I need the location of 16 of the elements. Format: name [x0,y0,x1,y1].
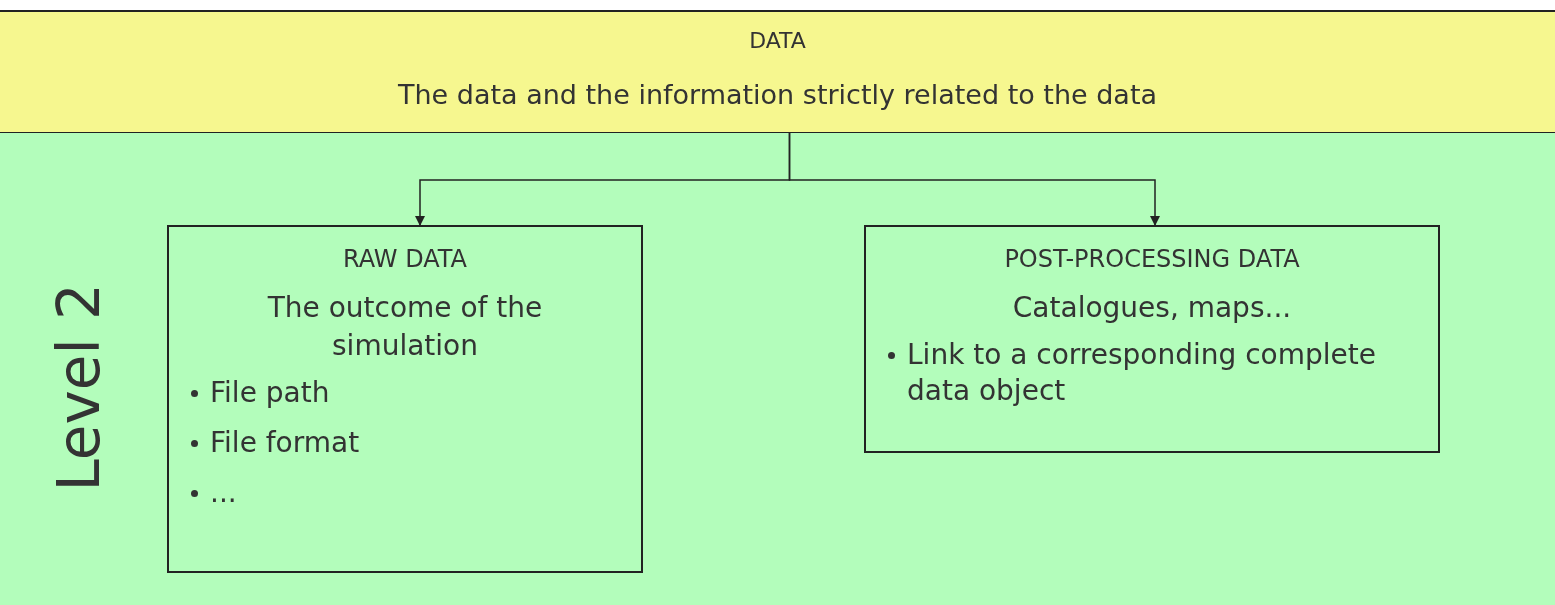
level-band [0,133,1555,605]
category-box [864,225,1440,453]
bullet-text: Link to a corresponding complete data object [907,337,1377,409]
bullet-text: ... [210,475,237,511]
band-heading: DATA [749,27,806,55]
level-label: Level 2 [50,283,108,492]
box-description: Catalogues, maps... [1012,290,1292,326]
title-band [0,10,1555,133]
box-heading: POST-PROCESSING DATA [1004,244,1300,275]
box-description: The outcome of the simulation [266,290,544,364]
connector-arrow [788,132,1160,226]
category-box [167,225,643,573]
bullet-text: File format [210,425,360,461]
bullet-text: File path [210,375,330,411]
box-heading: RAW DATA [343,244,467,275]
band-description: The data and the information strictly related to the data [397,78,1158,112]
